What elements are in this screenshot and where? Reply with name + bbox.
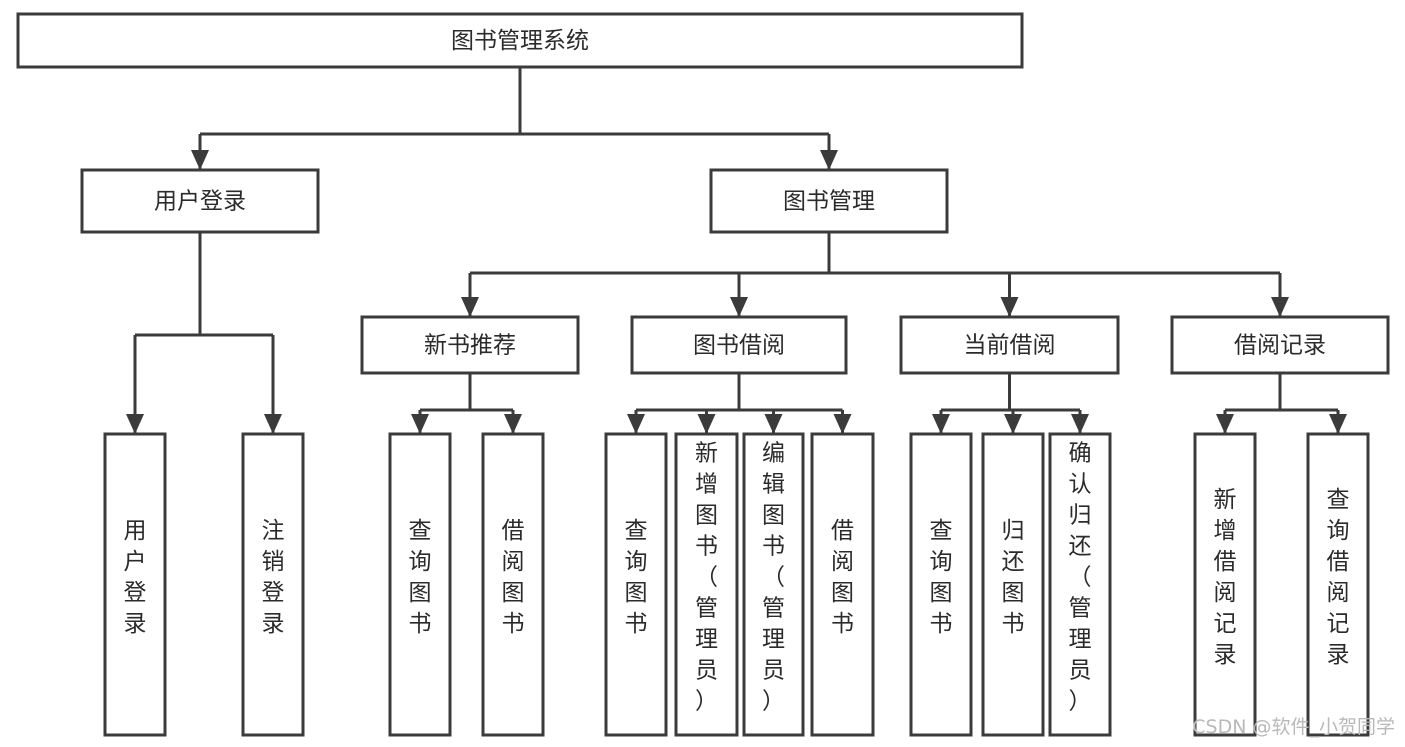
node-label: 图书管理 — [783, 189, 875, 215]
node-label: 编辑图书（管理员） — [762, 441, 785, 715]
arrow-head-icon — [1000, 297, 1019, 317]
node-label: 图书管理系统 — [451, 28, 589, 54]
node-box[interactable] — [80, 168, 320, 234]
node-label: 用户登录 — [154, 189, 246, 215]
leaf-node-leaf-return-book[interactable]: 归还图书 — [981, 432, 1045, 737]
node-box[interactable] — [16, 12, 1024, 69]
node-box[interactable] — [241, 432, 305, 737]
node-box[interactable] — [1193, 432, 1257, 737]
leaf-node-leaf-query-book-3[interactable]: 查询图书 — [909, 432, 973, 737]
node-label: 新增图书（管理员） — [695, 441, 718, 715]
nodes-layer: 图书管理系统用户登录图书管理新书推荐图书借阅当前借阅借阅记录用户登录注销登录查询… — [16, 12, 1390, 737]
arrow-head-icon — [461, 297, 479, 317]
node-box[interactable] — [1048, 432, 1112, 737]
node-label: 借阅图书 — [502, 518, 525, 637]
arrow-head-icon — [833, 414, 852, 434]
node-box[interactable] — [909, 432, 973, 737]
level3-node-borrow-record[interactable]: 借阅记录 — [1170, 315, 1390, 375]
level3-node-current-borrow[interactable]: 当前借阅 — [899, 315, 1120, 375]
node-label: 当前借阅 — [964, 333, 1056, 359]
node-label: 用户登录 — [124, 518, 147, 637]
arrow-head-icon — [504, 414, 522, 434]
arrow-head-icon — [1004, 414, 1022, 434]
level3-node-book-borrow[interactable]: 图书借阅 — [630, 315, 848, 375]
leaf-node-leaf-confirm-return[interactable]: 确认归还（管理员） — [1048, 432, 1112, 737]
arrow-head-icon — [1329, 414, 1347, 434]
node-label: 查询图书 — [930, 518, 953, 637]
node-label: 新书推荐 — [424, 333, 516, 359]
arrow-head-icon — [627, 414, 645, 434]
arrow-head-icon — [730, 297, 748, 317]
node-label: 查询借阅记录 — [1327, 487, 1350, 668]
arrow-head-icon — [191, 150, 209, 170]
node-box[interactable] — [481, 432, 545, 737]
leaf-node-leaf-add-record[interactable]: 新增借阅记录 — [1193, 432, 1257, 737]
node-box[interactable] — [742, 432, 805, 737]
node-box[interactable] — [709, 168, 949, 234]
node-label: 查询图书 — [409, 518, 432, 637]
leaf-node-leaf-user-login[interactable]: 用户登录 — [103, 432, 167, 737]
arrow-head-icon — [932, 414, 950, 434]
leaf-node-leaf-query-book-2[interactable]: 查询图书 — [604, 432, 668, 737]
node-box[interactable] — [604, 432, 668, 737]
node-label: 借阅图书 — [831, 518, 854, 637]
node-box[interactable] — [1306, 432, 1370, 737]
node-box[interactable] — [981, 432, 1045, 737]
arrow-head-icon — [697, 414, 716, 434]
root-node-book-management-system[interactable]: 图书管理系统 — [16, 12, 1024, 69]
node-box[interactable] — [103, 432, 167, 737]
node-box[interactable] — [810, 432, 875, 737]
node-label: 新增借阅记录 — [1214, 487, 1237, 668]
node-box[interactable] — [899, 315, 1120, 375]
level2-node-user-login[interactable]: 用户登录 — [80, 168, 320, 234]
node-box[interactable] — [388, 432, 452, 737]
node-box[interactable] — [674, 432, 739, 737]
node-box[interactable] — [1170, 315, 1390, 375]
arrow-head-icon — [1216, 414, 1234, 434]
node-label: 确认归还（管理员） — [1069, 441, 1092, 715]
node-label: 注销登录 — [262, 518, 285, 637]
arrow-head-icon — [1271, 297, 1289, 317]
leaf-node-leaf-edit-book[interactable]: 编辑图书（管理员） — [742, 432, 805, 737]
node-label: 归还图书 — [1002, 518, 1025, 637]
leaf-node-leaf-borrow-book-2[interactable]: 借阅图书 — [810, 432, 875, 737]
node-label: 借阅记录 — [1234, 333, 1326, 359]
arrow-head-icon — [764, 414, 783, 434]
level3-node-new-book-recommend[interactable]: 新书推荐 — [360, 315, 580, 375]
leaf-node-leaf-add-book[interactable]: 新增图书（管理员） — [674, 432, 739, 737]
level2-node-book-management[interactable]: 图书管理 — [709, 168, 949, 234]
leaf-node-leaf-query-book-1[interactable]: 查询图书 — [388, 432, 452, 737]
node-label: 查询图书 — [625, 518, 648, 637]
node-label: 图书借阅 — [693, 333, 785, 359]
leaf-node-leaf-logout[interactable]: 注销登录 — [241, 432, 305, 737]
leaf-node-leaf-query-record[interactable]: 查询借阅记录 — [1306, 432, 1370, 737]
arrow-head-icon — [1071, 414, 1089, 434]
node-box[interactable] — [360, 315, 580, 375]
node-box[interactable] — [630, 315, 848, 375]
connector-edges-layer — [126, 67, 1347, 434]
arrow-head-icon — [411, 414, 429, 434]
leaf-node-leaf-borrow-book-1[interactable]: 借阅图书 — [481, 432, 545, 737]
arrow-head-icon — [820, 150, 838, 170]
arrow-head-icon — [264, 414, 282, 434]
watermark-label: CSDN @软件_小贺同学 — [1192, 716, 1395, 738]
arrow-head-icon — [126, 414, 144, 434]
